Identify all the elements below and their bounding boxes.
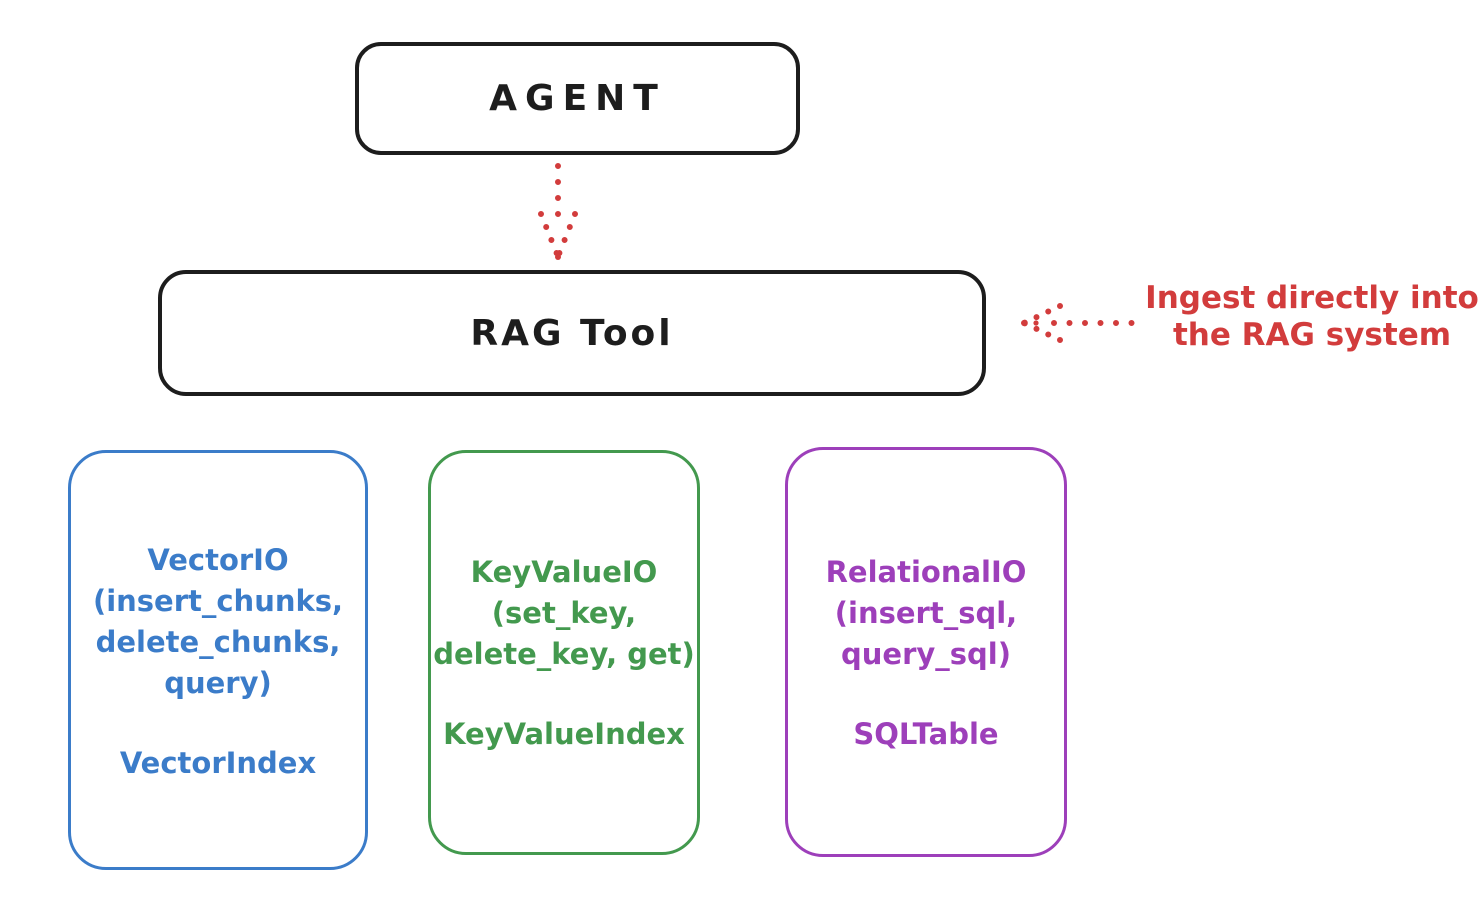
vector-io-method-line: (insert_chunks,: [92, 584, 344, 618]
arrow-down-icon: [528, 160, 588, 268]
keyvalue-io-method-line: (set_key,: [491, 596, 637, 630]
vector-io-box: VectorIO (insert_chunks, delete_chunks, …: [68, 450, 368, 870]
rag-tool-label: RAG Tool: [470, 312, 674, 354]
keyvalue-io-title: KeyValueIO: [470, 555, 658, 589]
relational-io-method-line: query_sql): [841, 637, 1011, 671]
ingest-annotation: Ingest directly into the RAG system: [1140, 280, 1484, 354]
agent-label: AGENT: [489, 78, 666, 119]
keyvalue-io-method-line: delete_key, get): [433, 637, 695, 671]
ingest-annotation-line1: Ingest directly into: [1145, 280, 1479, 316]
relational-io-method-line: (insert_sql,: [834, 596, 1018, 630]
ingest-annotation-line2: the RAG system: [1172, 317, 1452, 353]
arrow-left-icon: [1012, 296, 1144, 356]
keyvalue-io-box: KeyValueIO (set_key, delete_key, get) Ke…: [428, 450, 700, 855]
vector-io-method-line: query): [164, 666, 272, 700]
agent-box: AGENT: [355, 42, 800, 155]
keyvalue-index-label: KeyValueIndex: [443, 717, 685, 751]
relational-io-title: RelationalIO: [825, 555, 1027, 589]
rag-tool-box: RAG Tool: [158, 270, 986, 396]
relational-io-box: RelationalIO (insert_sql, query_sql) SQL…: [785, 447, 1067, 857]
vector-index-label: VectorIndex: [119, 746, 317, 780]
vector-io-title: VectorIO: [147, 543, 289, 577]
sql-table-label: SQLTable: [853, 717, 999, 751]
vector-io-method-line: delete_chunks,: [95, 625, 341, 659]
